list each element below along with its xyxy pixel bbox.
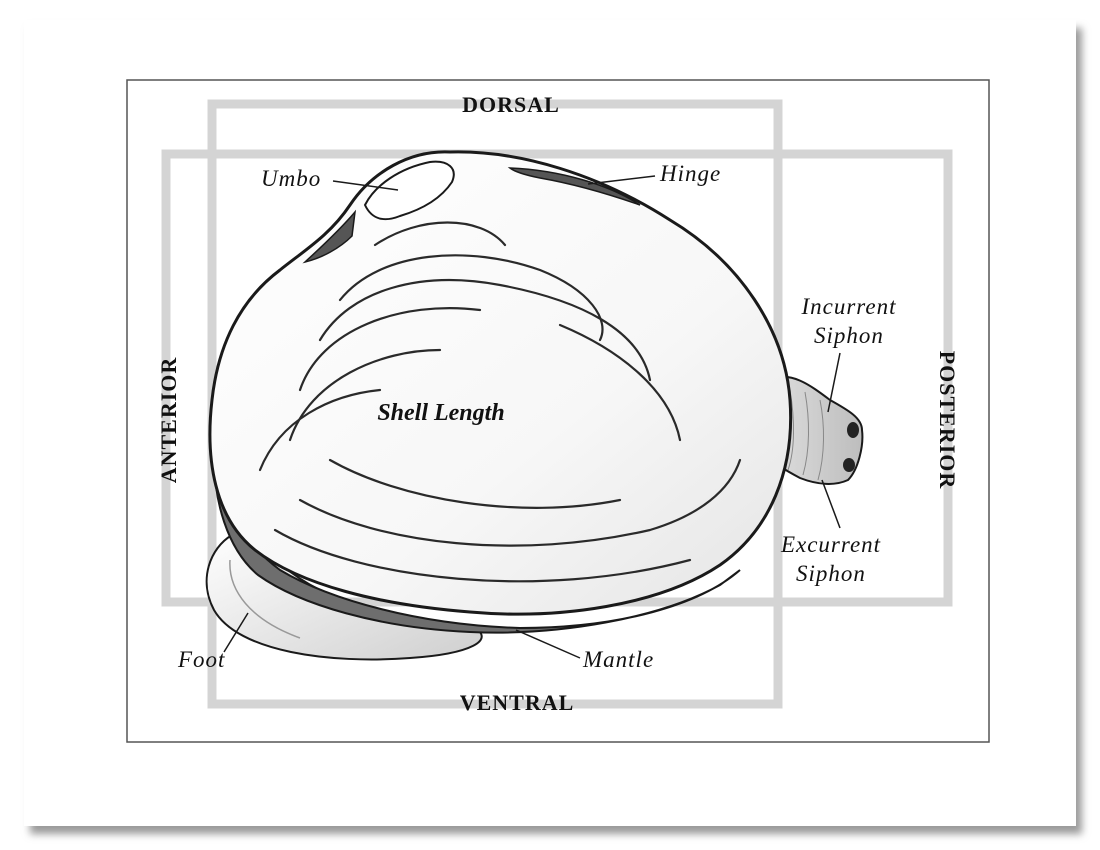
growth-rings xyxy=(258,221,742,583)
excurrent-siphon-opening xyxy=(843,458,855,472)
shell-body xyxy=(208,150,793,616)
incurrent-siphon-label-line2: Siphon xyxy=(814,323,884,348)
outer-frame xyxy=(126,79,990,743)
hinge-leader xyxy=(587,175,656,185)
mantle-leader xyxy=(515,629,581,659)
hinge-label: Hinge xyxy=(659,161,721,186)
umbo-shape xyxy=(363,160,455,221)
foot-label: Foot xyxy=(177,647,225,672)
umbo-label: Umbo xyxy=(261,166,321,191)
lunule-edge xyxy=(302,209,357,264)
hinge-ligament xyxy=(507,167,641,206)
shell-length-label: Shell Length xyxy=(377,400,504,426)
incurrent-siphon-label-line1: Incurrent xyxy=(800,294,896,319)
dorsal-label: DORSAL xyxy=(462,92,560,117)
umbo-leader xyxy=(332,180,399,191)
incurrent-leader xyxy=(827,352,841,413)
excurrent-siphon-label-line1: Excurrent xyxy=(780,532,881,557)
foot-leader xyxy=(223,612,249,653)
ventral-label: VENTRAL xyxy=(460,690,575,715)
mantle-edge xyxy=(213,449,741,634)
excurrent-leader xyxy=(821,479,841,529)
foot-inner-line xyxy=(229,559,301,639)
posterior-label: POSTERIOR xyxy=(935,351,960,490)
mantle-label: Mantle xyxy=(582,647,654,672)
leader-lines xyxy=(223,175,841,659)
anterior-label: ANTERIOR xyxy=(156,357,181,484)
incurrent-siphon-opening xyxy=(847,422,859,438)
excurrent-siphon-label-line2: Siphon xyxy=(796,561,866,586)
